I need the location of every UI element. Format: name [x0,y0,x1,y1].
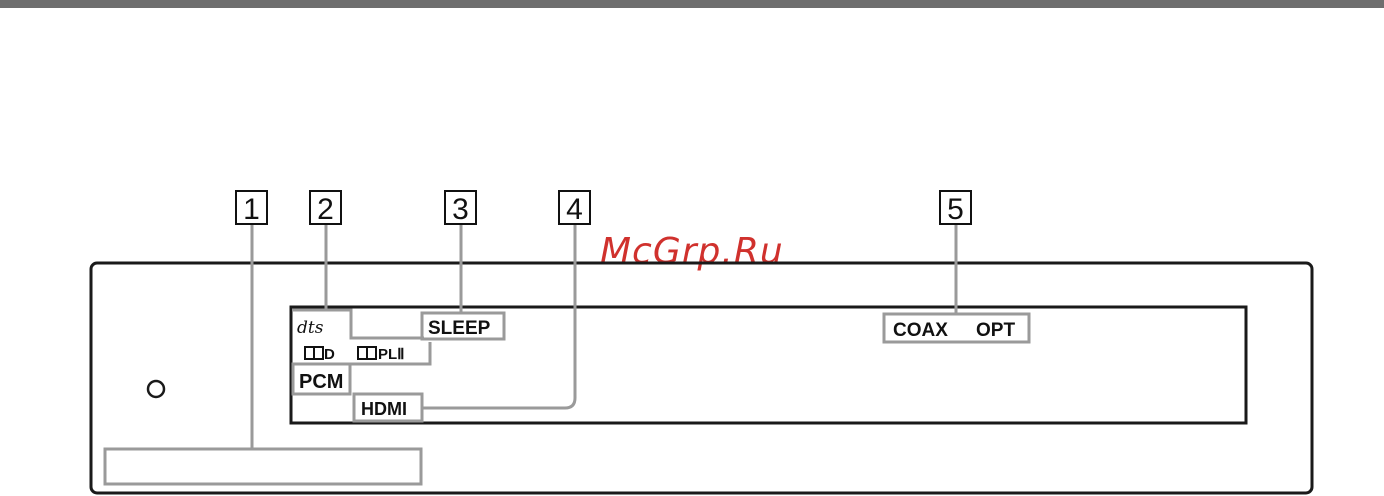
hdmi-indicator: HDMI [361,399,407,419]
device-body [91,263,1312,493]
callout-1: 1 [236,191,267,226]
callout-number: 5 [947,193,964,226]
watermark-text: McGrp.Ru [600,231,784,272]
callout-4: 4 [559,191,590,226]
dolby-d-label: D [324,346,335,363]
power-indicator [148,381,164,397]
callout-number: 4 [566,193,583,226]
callout-number: 3 [452,193,469,226]
callout-number: 1 [243,193,260,226]
callout-3: 3 [445,191,476,226]
callout-2: 2 [310,191,341,226]
dolby-double-d-icon [367,347,376,359]
dolby-double-d-icon [314,347,323,359]
dolby-pl2-label: PLⅡ [378,346,405,363]
dolby-pl2-indicator: PLⅡ [358,346,405,363]
leader-4 [422,224,575,408]
dolby-double-d-icon [305,347,314,359]
dolby-double-d-icon [358,347,367,359]
sleep-indicator: SLEEP [428,318,491,339]
callout-number: 2 [317,193,334,226]
callout-5: 5 [940,191,971,226]
front-panel-area [105,449,421,484]
coax-indicator: COAX [893,320,948,341]
dts-logo: dts [297,318,324,338]
dolby-digital-indicator: D [305,346,335,363]
pcm-indicator: PCM [299,371,343,393]
opt-indicator: OPT [976,320,1015,341]
